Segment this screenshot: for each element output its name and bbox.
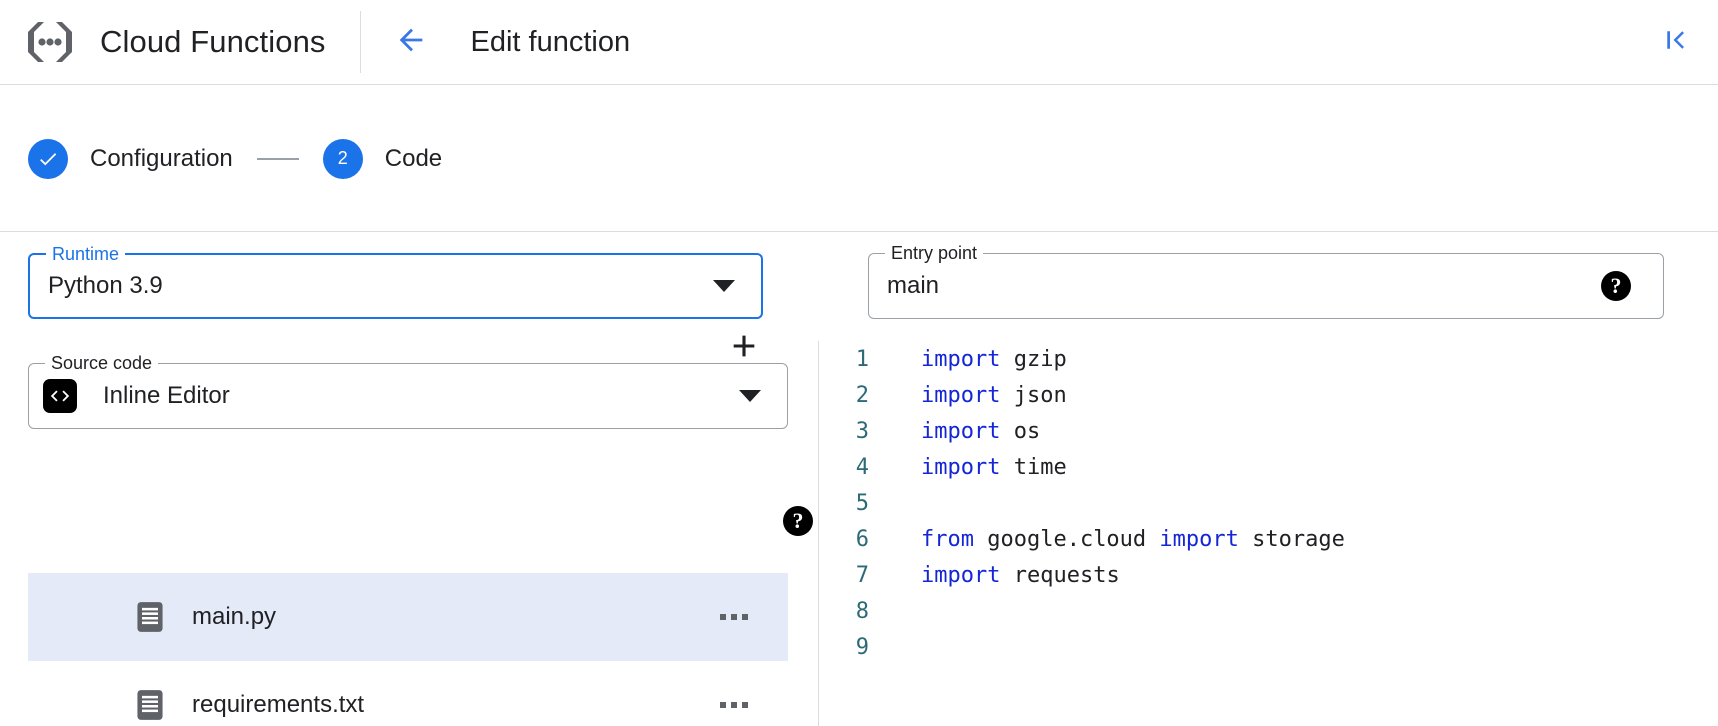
file-row-main-py[interactable]: main.py: [28, 573, 788, 661]
code-line[interactable]: 1 import gzip: [819, 341, 1718, 377]
source-code-field[interactable]: Source code Inline Editor: [28, 353, 788, 429]
runtime-fieldbox[interactable]: Runtime Python 3.9: [28, 244, 763, 319]
first-page-icon: [1661, 25, 1691, 60]
step-configuration-marker: [28, 138, 68, 179]
line-number: 9: [855, 634, 869, 660]
step-code-label: Code: [384, 144, 443, 172]
code-keyword: import: [1159, 526, 1239, 552]
code-identifier: storage: [1238, 526, 1345, 552]
code-identifier: requests: [1000, 562, 1120, 588]
code-line[interactable]: 9: [819, 629, 1718, 665]
runtime-label: Runtime: [46, 244, 126, 264]
entry-point-help-icon[interactable]: ?: [1601, 271, 1631, 301]
plus-icon: [727, 329, 761, 368]
line-number: 7: [855, 562, 869, 588]
collapse-panel-button[interactable]: [1652, 18, 1700, 66]
code-line[interactable]: 3 import os: [819, 413, 1718, 449]
cloud-functions-logo-icon: [24, 16, 76, 68]
code-line[interactable]: 8: [819, 593, 1718, 629]
page-title: Edit function: [470, 25, 631, 58]
code-text[interactable]: import json: [879, 383, 1067, 408]
code-text[interactable]: import os: [879, 419, 1040, 444]
code-text[interactable]: from google.cloud import storage: [879, 527, 1345, 552]
code-text[interactable]: import time: [879, 455, 1067, 480]
chevron-down-icon[interactable]: [739, 390, 761, 402]
runtime-value: Python 3.9: [48, 272, 163, 299]
code-brackets-icon: [43, 379, 77, 413]
line-number: 3: [855, 418, 869, 444]
source-code-label: Source code: [45, 353, 159, 373]
entry-point-label: Entry point: [885, 243, 984, 263]
code-line[interactable]: 7 import requests: [819, 557, 1718, 593]
code-text[interactable]: import requests: [879, 563, 1120, 588]
line-number: 6: [855, 526, 869, 552]
header-divider: [359, 11, 361, 73]
step-code[interactable]: 2 Code: [322, 138, 443, 179]
step-configuration[interactable]: Configuration: [28, 138, 233, 179]
file-row-requirements-txt[interactable]: requirements.txt: [28, 661, 788, 726]
step-connector: [256, 157, 299, 160]
more-horizontal-icon[interactable]: [712, 595, 756, 639]
code-identifier: json: [1000, 382, 1067, 408]
file-icon: [136, 601, 164, 633]
line-number: 1: [855, 346, 869, 372]
code-keyword: import: [921, 454, 1001, 480]
code-keyword: from: [921, 526, 974, 552]
panel-divider: [818, 341, 819, 726]
code-keyword: import: [921, 346, 1001, 372]
back-button[interactable]: [387, 18, 435, 66]
code-editor[interactable]: 1 import gzip 2 import json 3 import os 4 impor…: [819, 341, 1718, 726]
wizard-stepper: Configuration 2 Code: [0, 86, 1718, 232]
file-list: main.py requirements.txt: [28, 573, 788, 726]
code-identifier: os: [1000, 418, 1041, 444]
code-line[interactable]: 5: [819, 485, 1718, 521]
code-line[interactable]: 6 from google.cloud import storage: [819, 521, 1718, 557]
code-line[interactable]: 4 import time: [819, 449, 1718, 485]
entry-point-field[interactable]: Entry point main ?: [868, 243, 1664, 319]
arrow-left-icon: [394, 23, 428, 62]
step-code-marker: 2: [322, 138, 363, 179]
line-number: 8: [855, 598, 869, 624]
app-header: Cloud Functions Edit function: [0, 0, 1718, 85]
more-horizontal-icon[interactable]: [712, 683, 756, 726]
line-number: 2: [855, 382, 869, 408]
file-name: main.py: [192, 603, 277, 630]
runtime-field[interactable]: Runtime Python 3.9: [28, 244, 763, 319]
code-identifier: time: [1000, 454, 1067, 480]
brand-title: Cloud Functions: [100, 24, 326, 59]
code-identifier: gzip: [1000, 346, 1067, 372]
source-code-value: Inline Editor: [103, 382, 230, 409]
add-file-button[interactable]: [724, 328, 764, 368]
body-area: Runtime Python 3.9 ? Entry point main ? …: [0, 233, 1718, 726]
line-number: 4: [855, 454, 869, 480]
entry-point-input[interactable]: main: [887, 272, 940, 299]
file-name: requirements.txt: [192, 691, 365, 718]
runtime-help-icon[interactable]: ?: [783, 506, 813, 536]
file-panel: main.py requirements.txt: [0, 233, 818, 726]
brand[interactable]: Cloud Functions: [0, 0, 326, 85]
code-text[interactable]: import gzip: [879, 347, 1067, 372]
source-code-fieldbox[interactable]: Source code Inline Editor: [28, 353, 788, 429]
line-number: 5: [855, 490, 869, 516]
entry-point-fieldbox[interactable]: Entry point main ?: [868, 243, 1664, 319]
code-keyword: import: [921, 418, 1001, 444]
step-configuration-label: Configuration: [90, 144, 233, 172]
code-keyword: import: [921, 562, 1001, 588]
file-icon: [136, 689, 164, 721]
code-keyword: import: [921, 382, 1001, 408]
code-line[interactable]: 2 import json: [819, 377, 1718, 413]
chevron-down-icon[interactable]: [713, 280, 735, 292]
code-identifier: google.cloud: [973, 526, 1160, 552]
